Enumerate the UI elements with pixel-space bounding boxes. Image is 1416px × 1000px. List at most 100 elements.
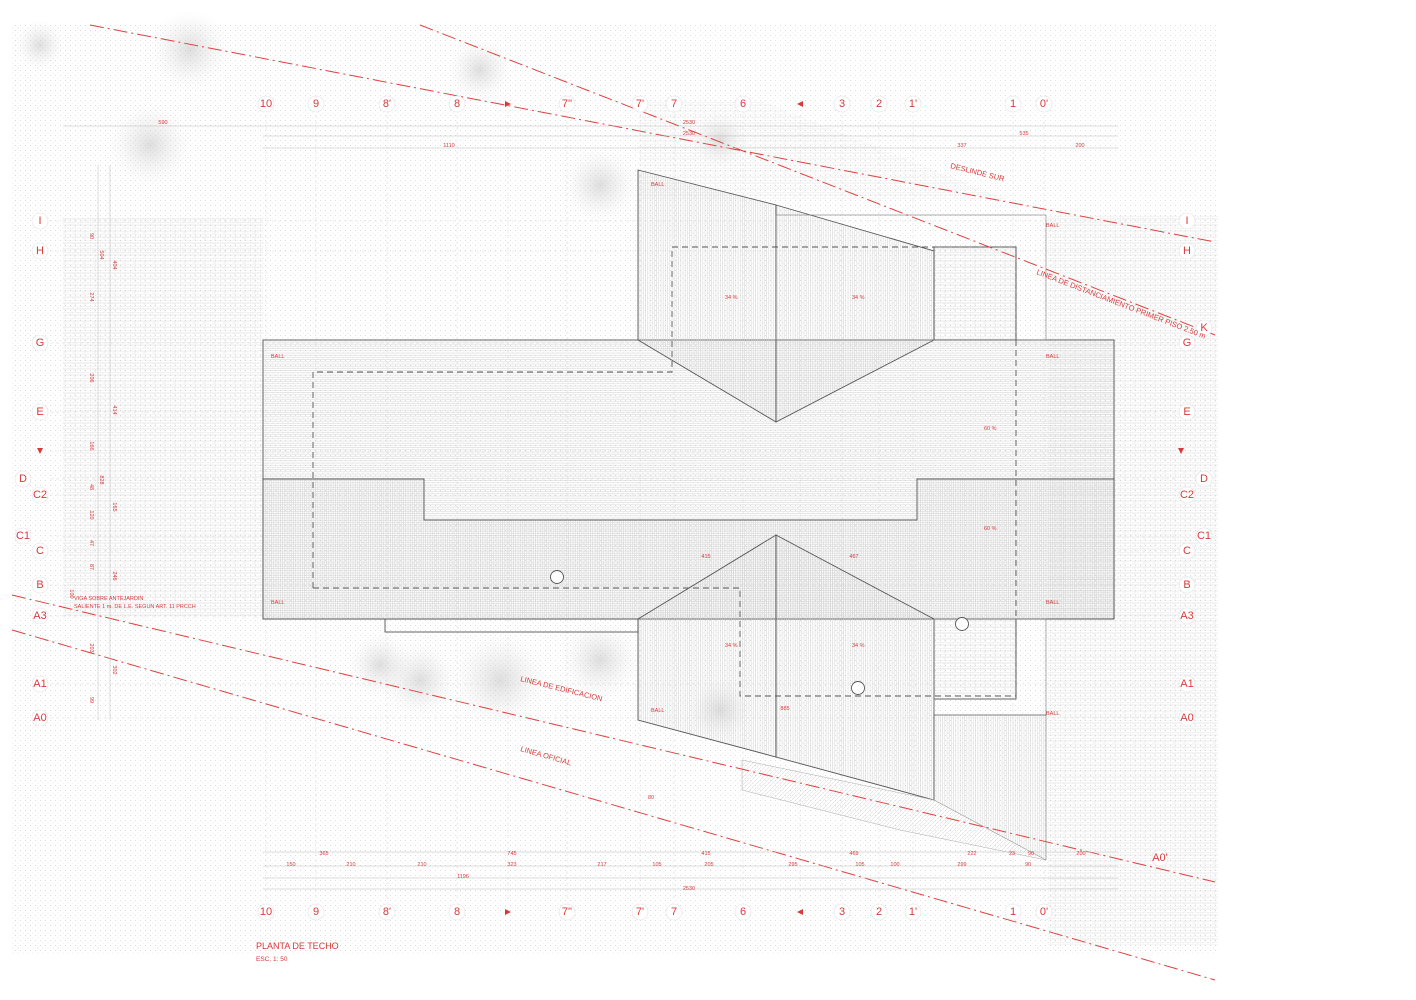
- column-axis-3-label: 3: [839, 906, 845, 918]
- axis-direction-arrow: [1178, 448, 1184, 454]
- column-axis-6-bubble: [734, 903, 752, 921]
- row-axis-E-label: E: [36, 406, 43, 418]
- dim-label: 274: [88, 292, 94, 301]
- ball-labels: BALL BALL BALL BALL BALL BALL BALL BALL: [271, 182, 1059, 717]
- row-axis-D-label: D: [1200, 473, 1208, 485]
- row-axis-G-label: G: [36, 337, 45, 349]
- dim-label: 222: [967, 851, 976, 857]
- column-axis-7-label: 7: [671, 98, 677, 110]
- row-axis-A1-label: A1: [33, 678, 46, 690]
- column-axis-7p-bubble: [631, 95, 649, 113]
- dim-label: 205: [704, 862, 713, 868]
- column-axis-7-label: 7: [671, 906, 677, 918]
- dim-label: 885: [780, 706, 789, 712]
- column-axis-7pp-label: 7'': [562, 906, 572, 918]
- column-axis-3-label: 3: [839, 98, 845, 110]
- dim-label: 504: [98, 250, 104, 259]
- column-axis-0p-bubble: [1035, 903, 1053, 921]
- column-axis-1-bubble: [1004, 903, 1022, 921]
- column-axis-8p-label: 8': [383, 98, 391, 110]
- column-axis-7pp-bubble: [558, 903, 576, 921]
- row-axis-C2-bubble: [31, 486, 49, 504]
- ball-label: BALL: [651, 182, 664, 188]
- dim-label: 246: [111, 571, 117, 580]
- row-axis-B-bubble: [31, 576, 49, 594]
- dim-label: 404: [111, 260, 117, 269]
- column-axis-8-label: 8: [454, 906, 460, 918]
- roof-slope-labels: 34 % 34 % 60 % 60 % 34 % 34 %: [725, 295, 997, 649]
- axis-direction-arrow: [797, 101, 803, 107]
- row-axis-A0-label: A0: [1180, 712, 1193, 724]
- row-axis-H-label: H: [36, 245, 44, 257]
- row-axis-B-label: B: [36, 579, 43, 591]
- row-axis-I-bubble: [31, 212, 49, 230]
- drawing-title-block: PLANTA DE TECHO ESC. 1: 50: [256, 941, 339, 963]
- column-axis-0p-bubble: [1035, 95, 1053, 113]
- ball-label: BALL: [651, 708, 664, 714]
- dim-label: 166: [88, 441, 94, 450]
- dim-label: 150: [286, 862, 295, 868]
- column-axis-0p-label: 0': [1040, 906, 1048, 918]
- dim-label: 105: [652, 862, 661, 868]
- dim-label: 217: [597, 862, 606, 868]
- dim-label: 323: [507, 862, 516, 868]
- dim-label: 302: [111, 665, 117, 674]
- row-axis-A1-label: A1: [1180, 678, 1193, 690]
- ball-label: BALL: [271, 600, 284, 606]
- row-axis-A3-bubble: [1178, 607, 1196, 625]
- row-axis-C-label: C: [1183, 545, 1191, 557]
- ball-label: BALL: [1046, 711, 1059, 717]
- dim-label: 2530: [683, 120, 695, 126]
- dim-label: 87: [88, 564, 94, 570]
- column-axis-1-label: 1: [1010, 906, 1016, 918]
- column-axis-2-label: 2: [876, 906, 882, 918]
- column-axis-8-bubble: [448, 95, 466, 113]
- ball-label: BALL: [1046, 354, 1059, 360]
- dim-label: 90: [88, 233, 94, 239]
- property-lines: [11, 24, 1216, 981]
- dim-label: 2530: [683, 131, 695, 137]
- dim-label: 469: [849, 851, 858, 857]
- column-axis-1p-label: 1': [909, 98, 917, 110]
- dim-label: 299: [957, 862, 966, 868]
- column-axis-2-bubble: [870, 95, 888, 113]
- column-axis-0p-label: 0': [1040, 98, 1048, 110]
- column-axis-9-bubble: [307, 903, 325, 921]
- row-axis-E-bubble: [31, 403, 49, 421]
- column-axis-7-bubble: [665, 903, 683, 921]
- slope-label: 34 %: [725, 643, 738, 649]
- column-axis-9-bubble: [307, 95, 325, 113]
- column-axis-8p-label: 8': [383, 906, 391, 918]
- axis-direction-arrow: [505, 909, 511, 915]
- column-axis-9-label: 9: [313, 906, 319, 918]
- column-axis-8p-bubble: [378, 95, 396, 113]
- dim-label: 47: [88, 540, 94, 546]
- column-axis-1p-bubble: [904, 95, 922, 113]
- dim-label: 23: [1009, 851, 1015, 857]
- dim-label: 1196: [457, 874, 469, 880]
- row-axis-C1-bubble: [1195, 527, 1213, 545]
- row-axis-H-bubble: [1178, 242, 1196, 260]
- column-axis-7p-label: 7': [636, 98, 644, 110]
- column-axis-1p-label: 1': [909, 906, 917, 918]
- column-axis-8-bubble: [448, 903, 466, 921]
- row-axis-A3-label: A3: [33, 610, 46, 622]
- column-axis-7pp-bubble: [558, 95, 576, 113]
- slope-label: 60 %: [984, 426, 997, 432]
- dim-label: 80: [648, 795, 654, 801]
- plan-dimension-labels: 415 467 885 80: [648, 554, 859, 801]
- row-axis-H-label: H: [1183, 245, 1191, 257]
- bottom-dimension-labels: 365 745 415 469 222 23 90 200 150 210 21…: [286, 851, 1085, 892]
- dim-label: 535: [1019, 131, 1028, 137]
- viga-note-line2: SALIENTE 1 m. DE L.E. SEGUN ART. 11 PRCC…: [74, 604, 196, 610]
- slope-label: 34 %: [852, 643, 865, 649]
- row-axis-I-bubble: [1178, 212, 1196, 230]
- slope-label: 60 %: [984, 526, 997, 532]
- dim-label: 2530: [683, 886, 695, 892]
- top-dimension-labels: 590 2530 2530 535 1110 337 200: [158, 120, 1084, 149]
- column-axis-1-bubble: [1004, 95, 1022, 113]
- row-axis-E-label: E: [1183, 406, 1190, 418]
